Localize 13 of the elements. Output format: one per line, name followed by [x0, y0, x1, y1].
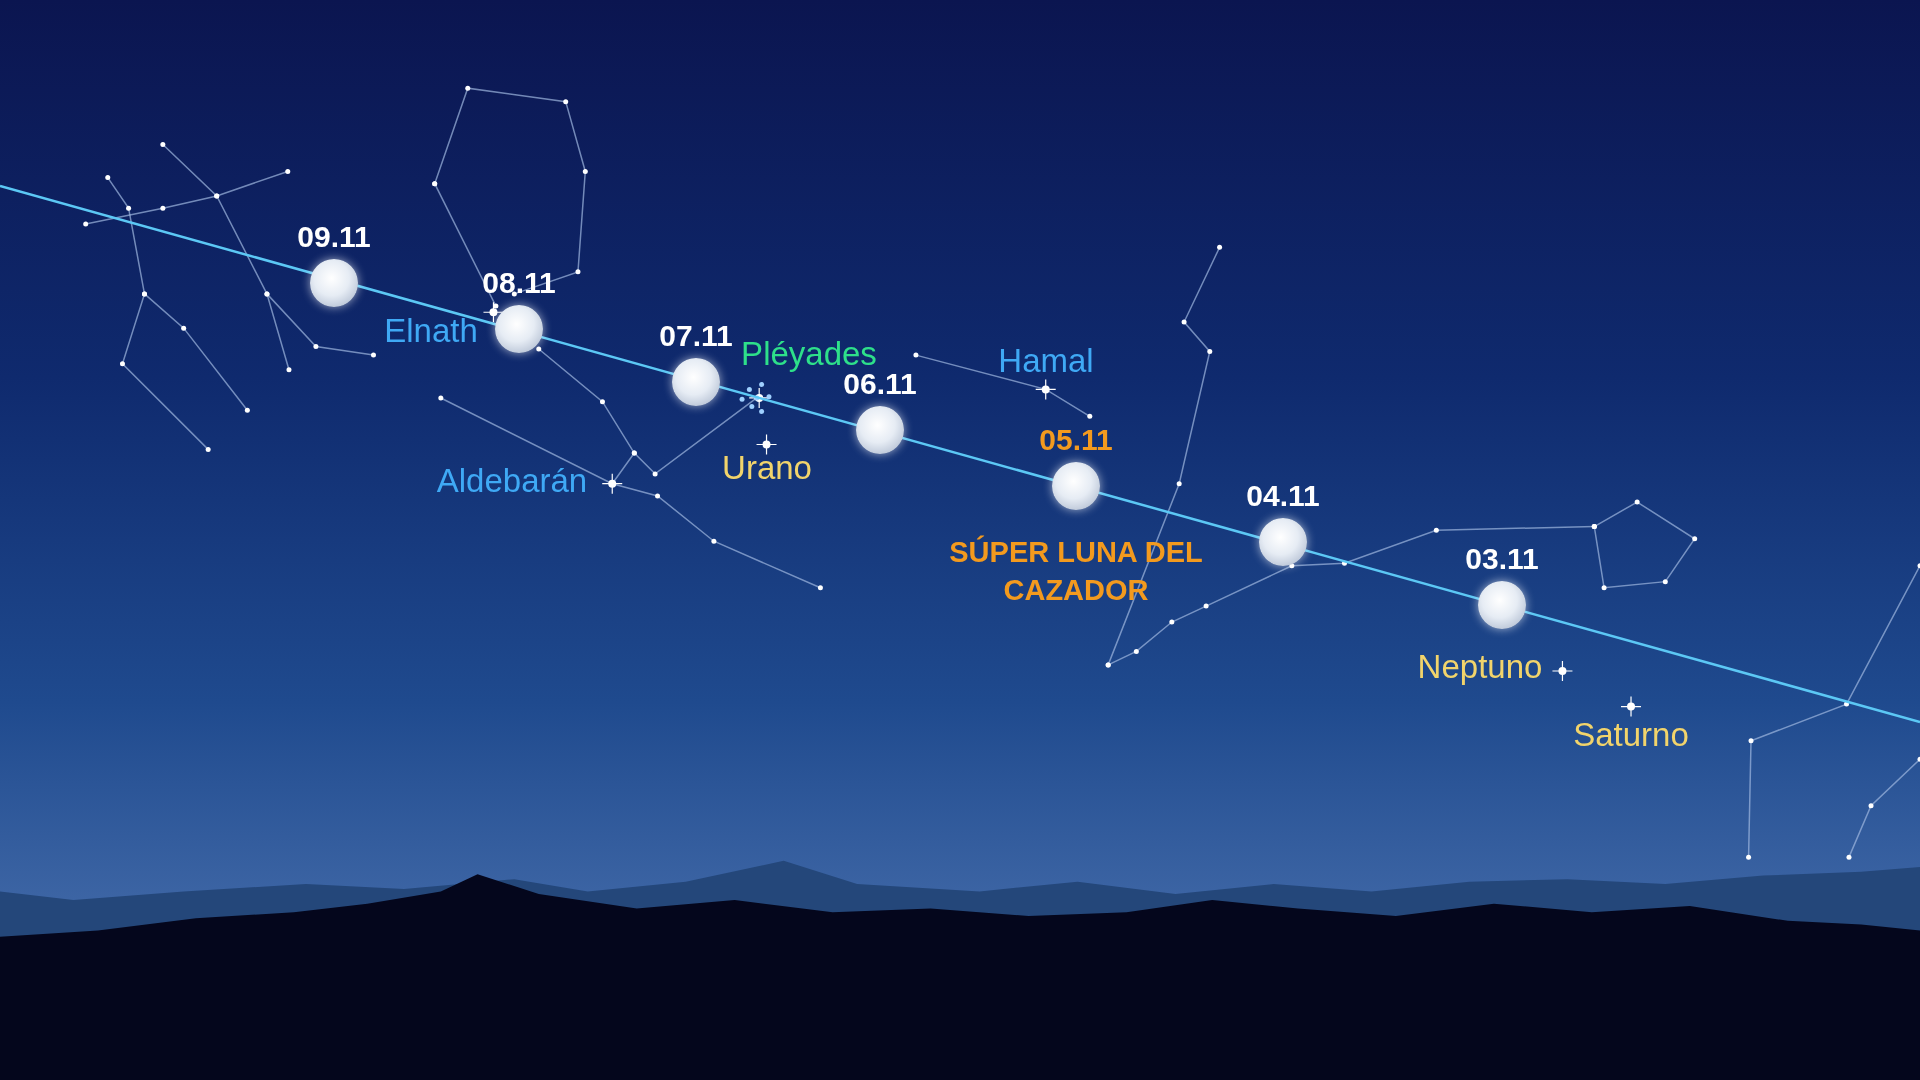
- star-name: Aldebarán: [436, 462, 588, 500]
- planet-name: Saturno: [1573, 716, 1689, 754]
- date-label: 03.11: [1465, 542, 1539, 576]
- star-name: Elnath: [384, 312, 478, 350]
- planet-name: Neptuno: [1417, 648, 1543, 686]
- date-label: 07.11: [659, 319, 733, 353]
- event-note: SÚPER LUNA DEL CAZADOR: [948, 534, 1204, 608]
- planet-name: Urano: [722, 449, 812, 487]
- date-label: 09.11: [297, 220, 371, 254]
- star-name: Hamal: [998, 342, 1094, 380]
- date-label: 05.11: [1039, 423, 1113, 457]
- date-label: 08.11: [482, 266, 556, 300]
- date-label: 04.11: [1246, 479, 1320, 513]
